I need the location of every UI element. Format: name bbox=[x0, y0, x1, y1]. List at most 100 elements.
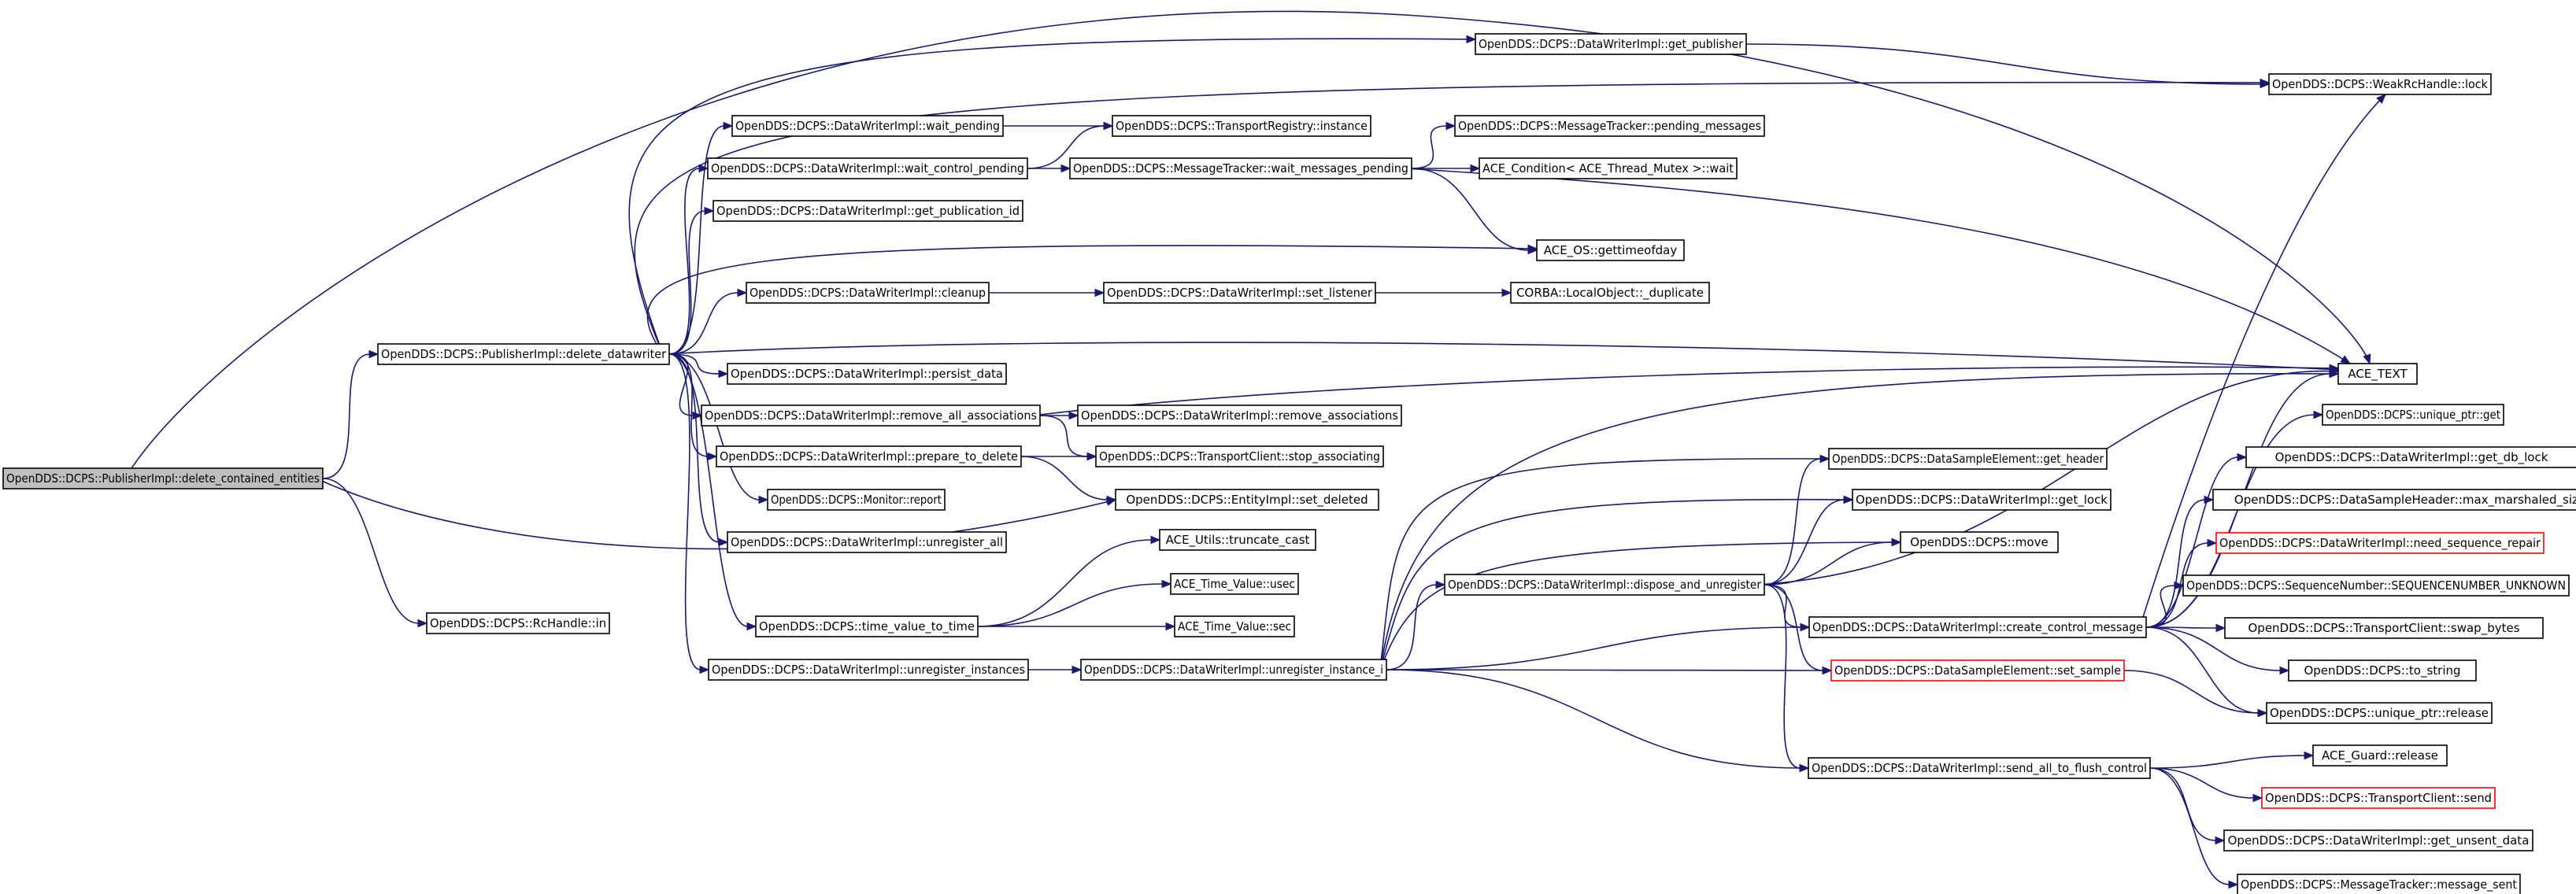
node-label: OpenDDS::DCPS::DataWriterImpl::remove_as… bbox=[1081, 408, 1398, 423]
node-get-pubid[interactable]: OpenDDS::DCPS::DataWriterImpl::get_publi… bbox=[712, 200, 1023, 222]
node-gettod[interactable]: ACE_OS::gettimeofday bbox=[1536, 239, 1685, 261]
edge-arrowhead bbox=[1161, 579, 1172, 589]
node-tvtt[interactable]: OpenDDS::DCPS::time_value_to_time bbox=[755, 615, 979, 637]
nodes-layer: OpenDDS::DCPS::PublisherImpl::delete_con… bbox=[2, 33, 2576, 894]
edge-dw-to-report bbox=[668, 353, 769, 504]
node-prep-del[interactable]: OpenDDS::DCPS::DataWriterImpl::prepare_t… bbox=[716, 445, 1022, 467]
node-label: OpenDDS::DCPS::DataWriterImpl::persist_d… bbox=[731, 367, 1003, 382]
node-box bbox=[1475, 33, 1747, 55]
edge-arrowhead bbox=[2252, 793, 2263, 803]
node-label: OpenDDS::DCPS::unique_ptr::get bbox=[2326, 408, 2500, 423]
node-unreg-all[interactable]: OpenDDS::DCPS::DataWriterImpl::unregiste… bbox=[727, 531, 1007, 553]
node-box bbox=[746, 282, 990, 304]
node-seq-unknown[interactable]: OpenDDS::DCPS::SequenceNumber::SEQUENCEN… bbox=[2182, 574, 2570, 597]
node-get-header[interactable]: OpenDDS::DCPS::DataSampleElement::get_he… bbox=[1828, 448, 2108, 470]
edge-arrowhead bbox=[2237, 453, 2248, 462]
node-ace-text[interactable]: ACE_TEXT bbox=[2337, 363, 2418, 385]
node-guard-release[interactable]: ACE_Guard::release bbox=[2312, 744, 2448, 767]
node-label: OpenDDS::DCPS::time_value_to_time bbox=[759, 619, 975, 634]
node-ace-cond[interactable]: ACE_Condition< ACE_Thread_Mutex >::wait bbox=[1479, 157, 1738, 179]
edge-arrowhead bbox=[2204, 495, 2215, 504]
edge-arrowhead bbox=[1891, 538, 1902, 547]
node-persist[interactable]: OpenDDS::DCPS::DataWriterImpl::persist_d… bbox=[727, 363, 1007, 385]
node-weak-lock[interactable]: OpenDDS::DCPS::WeakRcHandle::lock bbox=[2268, 73, 2492, 95]
node-dw[interactable]: OpenDDS::DCPS::PublisherImpl::delete_dat… bbox=[377, 343, 670, 365]
node-wait-ctrl[interactable]: OpenDDS::DCPS::DataWriterImpl::wait_cont… bbox=[707, 157, 1028, 179]
node-label: OpenDDS::DCPS::DataWriterImpl::get_db_lo… bbox=[2275, 450, 2548, 465]
node-get-pub[interactable]: OpenDDS::DCPS::DataWriterImpl::get_publi… bbox=[1475, 33, 1747, 55]
node-set-sample[interactable]: OpenDDS::DCPS::DataSampleElement::set_sa… bbox=[1830, 659, 2125, 682]
node-cleanup[interactable]: OpenDDS::DCPS::DataWriterImpl::cleanup bbox=[746, 282, 990, 304]
edge-arrowhead bbox=[2215, 836, 2226, 845]
node-swap-bytes[interactable]: OpenDDS::DCPS::TransportClient::swap_byt… bbox=[2224, 617, 2544, 639]
node-wait-msgs[interactable]: OpenDDS::DCPS::MessageTracker::wait_mess… bbox=[1069, 157, 1412, 179]
node-box bbox=[712, 200, 1023, 222]
node-pending-msgs[interactable]: OpenDDS::DCPS::MessageTracker::pending_m… bbox=[1454, 115, 1765, 137]
node-box bbox=[707, 157, 1028, 179]
edge-arrowhead bbox=[2260, 79, 2271, 89]
node-msg-sent[interactable]: OpenDDS::DCPS::MessageTracker::message_s… bbox=[2237, 874, 2521, 894]
node-tr-inst[interactable]: OpenDDS::DCPS::TransportRegistry::instan… bbox=[1112, 115, 1371, 137]
node-label: OpenDDS::DCPS::DataSampleElement::get_he… bbox=[1832, 452, 2104, 467]
edge-create_ctrl-to-to_string bbox=[2145, 626, 2290, 675]
node-label: OpenDDS::DCPS::DataWriterImpl::unregiste… bbox=[731, 535, 1003, 550]
node-box bbox=[1900, 531, 2059, 553]
node-label: OpenDDS::DCPS::DataWriterImpl::set_liste… bbox=[1107, 286, 1373, 301]
node-set-listener[interactable]: OpenDDS::DCPS::DataWriterImpl::set_liste… bbox=[1103, 282, 1376, 304]
node-uptr-release[interactable]: OpenDDS::DCPS::unique_ptr::release bbox=[2266, 702, 2493, 724]
node-get-db-lock[interactable]: OpenDDS::DCPS::DataWriterImpl::get_db_lo… bbox=[2245, 446, 2576, 468]
node-box bbox=[1170, 573, 1299, 595]
node-box bbox=[1852, 489, 2112, 511]
node-label: ACE_Guard::release bbox=[2322, 748, 2438, 763]
edge-cleanup-to-set_listener bbox=[989, 288, 1105, 297]
node-create-ctrl[interactable]: OpenDDS::DCPS::DataWriterImpl::create_co… bbox=[1808, 616, 2147, 638]
node-rm-all[interactable]: OpenDDS::DCPS::DataWriterImpl::remove_al… bbox=[701, 405, 1041, 427]
edge-arrowhead bbox=[718, 538, 729, 547]
node-usec[interactable]: ACE_Time_Value::usec bbox=[1170, 573, 1299, 595]
node-unreg-inst-i[interactable]: OpenDDS::DCPS::DataWriterImpl::unregiste… bbox=[1080, 659, 1387, 681]
node-box bbox=[1808, 616, 2147, 638]
node-tc-send[interactable]: OpenDDS::DCPS::TransportClient::send bbox=[2261, 787, 2496, 809]
node-trunc-cast[interactable]: ACE_Utils::truncate_cast bbox=[1159, 529, 1316, 551]
edge-arrowhead bbox=[1094, 288, 1105, 297]
edge-create_ctrl-to-seq_unknown bbox=[2145, 581, 2185, 628]
node-need-seq[interactable]: OpenDDS::DCPS::DataWriterImpl::need_sequ… bbox=[2215, 532, 2545, 554]
node-send-all[interactable]: OpenDDS::DCPS::DataWriterImpl::send_all_… bbox=[1808, 757, 2151, 779]
node-box bbox=[701, 405, 1041, 427]
node-label: OpenDDS::DCPS::PublisherImpl::delete_con… bbox=[6, 471, 320, 486]
node-wait-pending[interactable]: OpenDDS::DCPS::DataWriterImpl::wait_pend… bbox=[731, 115, 1004, 137]
node-box bbox=[2312, 744, 2448, 767]
node-stop-assoc[interactable]: OpenDDS::DCPS::TransportClient::stop_ass… bbox=[1095, 445, 1384, 467]
node-label: OpenDDS::DCPS::SequenceNumber::SEQUENCEN… bbox=[2186, 578, 2566, 593]
node-label: OpenDDS::DCPS::DataWriterImpl::prepare_t… bbox=[720, 449, 1018, 464]
edge-arrowhead bbox=[2257, 708, 2268, 718]
node-unreg-insts[interactable]: OpenDDS::DCPS::DataWriterImpl::unregiste… bbox=[708, 659, 1029, 681]
node-box bbox=[2182, 574, 2570, 597]
node-unsent[interactable]: OpenDDS::DCPS::DataWriterImpl::get_unsen… bbox=[2223, 829, 2533, 852]
edge-arrowhead bbox=[1445, 121, 1456, 131]
node-box bbox=[1454, 115, 1765, 137]
edge-send_all-to-unsent bbox=[2149, 767, 2226, 845]
node-rm-assoc[interactable]: OpenDDS::DCPS::DataWriterImpl::remove_as… bbox=[1077, 405, 1402, 427]
node-get-lock[interactable]: OpenDDS::DCPS::DataWriterImpl::get_lock bbox=[1852, 489, 2112, 511]
node-box bbox=[2245, 446, 2576, 468]
node-dispose[interactable]: OpenDDS::DCPS::DataWriterImpl::dispose_a… bbox=[1444, 574, 1765, 596]
node-to-string[interactable]: OpenDDS::DCPS::to_string bbox=[2288, 659, 2477, 682]
node-sec[interactable]: ACE_Time_Value::sec bbox=[1174, 615, 1295, 637]
node-report[interactable]: OpenDDS::DCPS::Monitor::report bbox=[767, 489, 946, 511]
node-box bbox=[1103, 282, 1376, 304]
node-move[interactable]: OpenDDS::DCPS::move bbox=[1900, 531, 2059, 553]
edge-arrowhead bbox=[758, 495, 769, 504]
edge-set_listener-to-corba_dup bbox=[1375, 288, 1512, 297]
edge-dispose-to-create_ctrl bbox=[1764, 584, 1811, 632]
edge-arrowhead bbox=[746, 622, 757, 631]
node-corba-dup[interactable]: CORBA::LocalObject::_duplicate bbox=[1510, 282, 1710, 304]
node-max-marsh[interactable]: OpenDDS::DCPS::DataSampleHeader::max_mar… bbox=[2212, 489, 2576, 511]
edge-arrowhead bbox=[2363, 353, 2371, 365]
node-uptr-get[interactable]: OpenDDS::DCPS::unique_ptr::get bbox=[2322, 404, 2504, 426]
edge-wait_msgs-to-ace_text bbox=[1405, 168, 2352, 364]
node-rc-in[interactable]: OpenDDS::DCPS::RcHandle::in bbox=[426, 612, 610, 634]
node-label: OpenDDS::DCPS::PublisherImpl::delete_dat… bbox=[381, 347, 667, 362]
node-set-deleted[interactable]: OpenDDS::DCPS::EntityImpl::set_deleted bbox=[1115, 489, 1379, 511]
edge-send_all-to-guard_release bbox=[2149, 751, 2315, 769]
